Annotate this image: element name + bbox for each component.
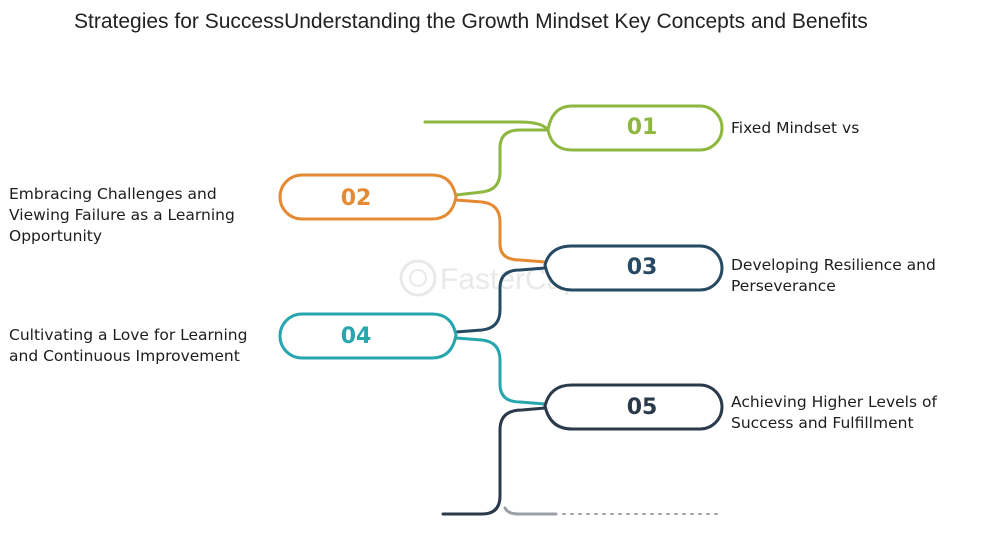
step-02-line-1: Embracing Challenges and [9, 185, 217, 203]
connector-02-01 [454, 128, 550, 197]
baseline-solid [503, 506, 558, 516]
step-05: 05 [543, 383, 724, 431]
step-05-label: Achieving Higher Levels of Success and F… [731, 392, 991, 434]
watermark-logo-icon [399, 259, 437, 297]
step-02-line-3: Opportunity [9, 227, 103, 245]
connector-02-03 [454, 198, 547, 264]
page-title: Strategies for SuccessUnderstanding the … [74, 10, 868, 33]
step-04: 04 [278, 312, 458, 360]
step-03-line-1: Developing Resilience and [731, 256, 936, 274]
step-02-label: Embracing Challenges and Viewing Failure… [9, 184, 279, 247]
step-01-pill [546, 104, 724, 152]
connector-end [441, 406, 547, 516]
step-03-label: Developing Resilience and Perseverance [731, 255, 991, 297]
connector-04-03 [454, 266, 547, 334]
step-03-pill [543, 244, 724, 292]
step-02-number: 02 [341, 186, 372, 211]
step-04-line-1: Cultivating a Love for Learning [9, 326, 248, 344]
step-03-number: 03 [627, 255, 658, 280]
step-05-number: 05 [627, 395, 658, 420]
step-04-label: Cultivating a Love for Learning and Cont… [9, 325, 279, 367]
step-02-pill [278, 173, 458, 221]
step-01-number: 01 [627, 115, 658, 140]
step-01-line-1: Fixed Mindset vs [731, 119, 860, 137]
step-01: 01 [546, 104, 724, 152]
connector-04-05 [454, 336, 547, 406]
connector-start [423, 120, 550, 132]
step-05-line-2: Success and Fulfillment [731, 414, 914, 432]
step-02: 02 [278, 173, 458, 221]
step-04-line-2: and Continuous Improvement [9, 347, 240, 365]
step-03: 03 [543, 244, 724, 292]
step-04-number: 04 [341, 324, 372, 349]
step-02-line-2: Viewing Failure as a Learning [9, 206, 235, 224]
step-05-line-1: Achieving Higher Levels of [731, 393, 937, 411]
step-04-pill [278, 312, 458, 360]
step-03-line-2: Perseverance [731, 277, 836, 295]
step-05-pill [543, 383, 724, 431]
step-01-label: Fixed Mindset vs [731, 118, 991, 139]
